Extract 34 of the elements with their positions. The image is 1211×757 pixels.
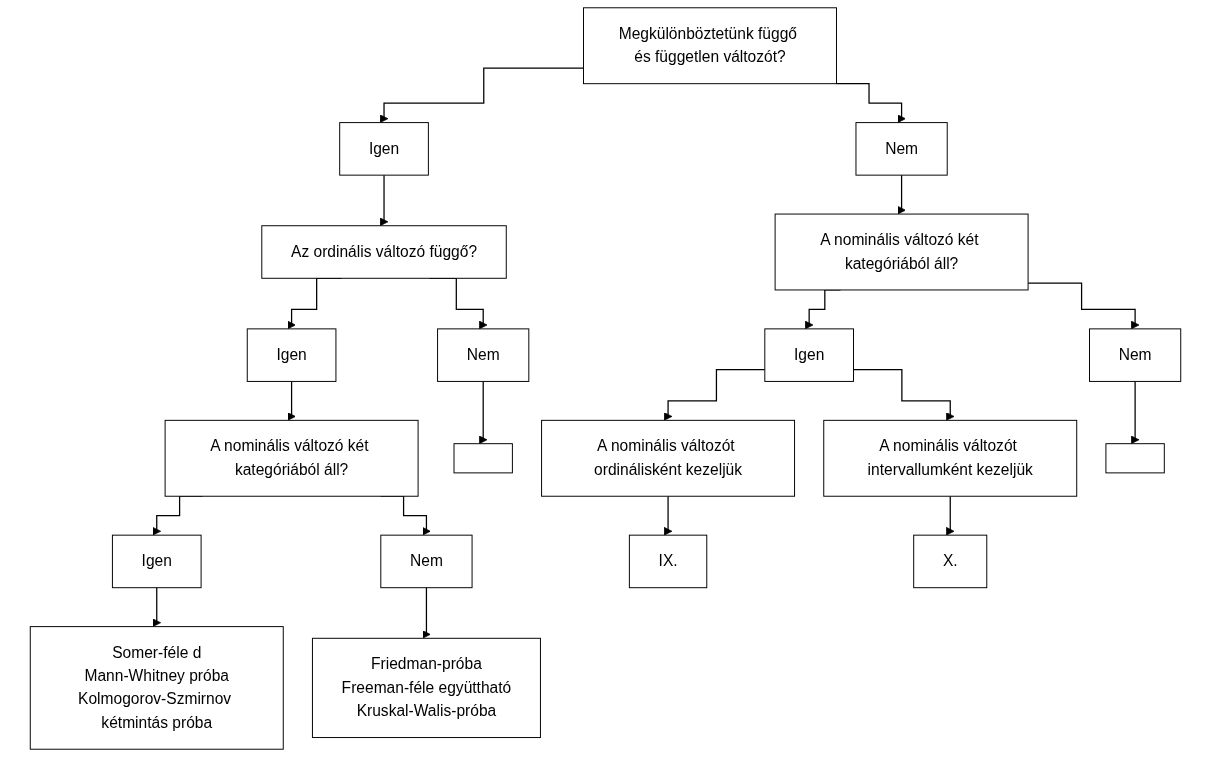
arrow [835, 83, 906, 123]
arrow [379, 174, 389, 227]
node-box: A nominális változó két kategóriából áll? [164, 419, 419, 497]
arrow [152, 587, 162, 627]
node-box: Igen [339, 122, 429, 176]
node-box [1105, 443, 1165, 474]
node-box: Nem [380, 534, 473, 589]
node-box: Igen [764, 328, 854, 382]
node-box: Nem [1089, 328, 1182, 382]
arrow [897, 174, 906, 215]
arrow [1130, 380, 1140, 445]
arrow [852, 368, 955, 421]
node-box: Somer-féle d Mann-Whitney próba Kolmogorov-Szmirnov kétmintás próba [29, 626, 284, 750]
arrow [663, 368, 766, 421]
node-box: Friedman-próba Freeman-féle együttható Kruskal-Walis-próba [311, 637, 541, 739]
node-box: Igen [246, 328, 337, 382]
node-box: Megkülönböztetünk függő és független változót? [583, 7, 837, 85]
arrow [663, 495, 673, 536]
arrow [379, 67, 585, 123]
node-box: IX. [628, 534, 708, 589]
arrow [287, 380, 296, 421]
node-box: A nominális változót ordinálisként kezeljük [541, 419, 796, 497]
arrow [945, 495, 955, 536]
node-box: A nominális változót intervallumként kezeljük [823, 419, 1078, 497]
arrow [478, 380, 488, 445]
node-box: Nem [855, 122, 948, 176]
node-box: Igen [111, 534, 202, 589]
node-box: X. [913, 534, 988, 589]
node-box: Nem [437, 328, 530, 382]
arrow [1027, 282, 1140, 330]
arrow [422, 587, 431, 639]
node-box: A nominális változó két kategóriából áll? [774, 213, 1029, 291]
node-box [453, 443, 513, 474]
node-box: Az ordinális változó függő? [261, 225, 507, 279]
